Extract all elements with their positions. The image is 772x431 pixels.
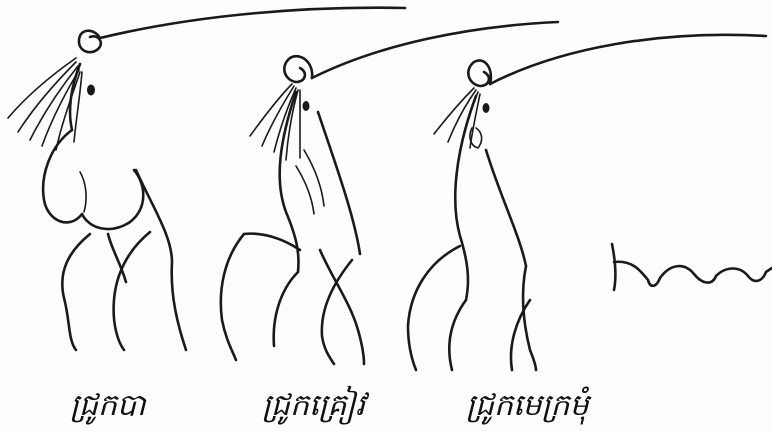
sow-belly-front: [612, 244, 615, 290]
sow-thigh: [486, 150, 526, 266]
boar-back-line: [100, 8, 405, 38]
sow-vulva: [483, 103, 490, 113]
boar-tail-curl: [79, 31, 101, 52]
boar-anus: [87, 85, 95, 96]
gilt-left-leg: [221, 234, 244, 360]
sow-left-leg: [408, 246, 460, 370]
gilt-drawing: [221, 22, 558, 364]
boar-scrotum: [43, 130, 143, 229]
gilt-flank: [244, 234, 300, 250]
caption-boar: ជ្រូកបា: [70, 388, 146, 424]
sow-drawing: [408, 35, 772, 370]
sow-tail-curl: [468, 60, 491, 86]
sow-udder-line: [614, 262, 772, 286]
gilt-vulva: [303, 101, 310, 111]
caption-sow: ជ្រូកមេក្រមុំ: [466, 388, 589, 424]
boar-left-leg: [62, 234, 90, 350]
boar-right-leg: [114, 232, 150, 350]
boar-tail-hair: [8, 58, 76, 118]
caption-gilt: ជ្រូកគ្រៀវ: [262, 388, 365, 424]
gilt-rump-line: [280, 92, 299, 272]
gilt-tail-curl: [284, 56, 312, 82]
sow-right-leg: [523, 266, 536, 370]
sow-back-line: [490, 35, 766, 84]
